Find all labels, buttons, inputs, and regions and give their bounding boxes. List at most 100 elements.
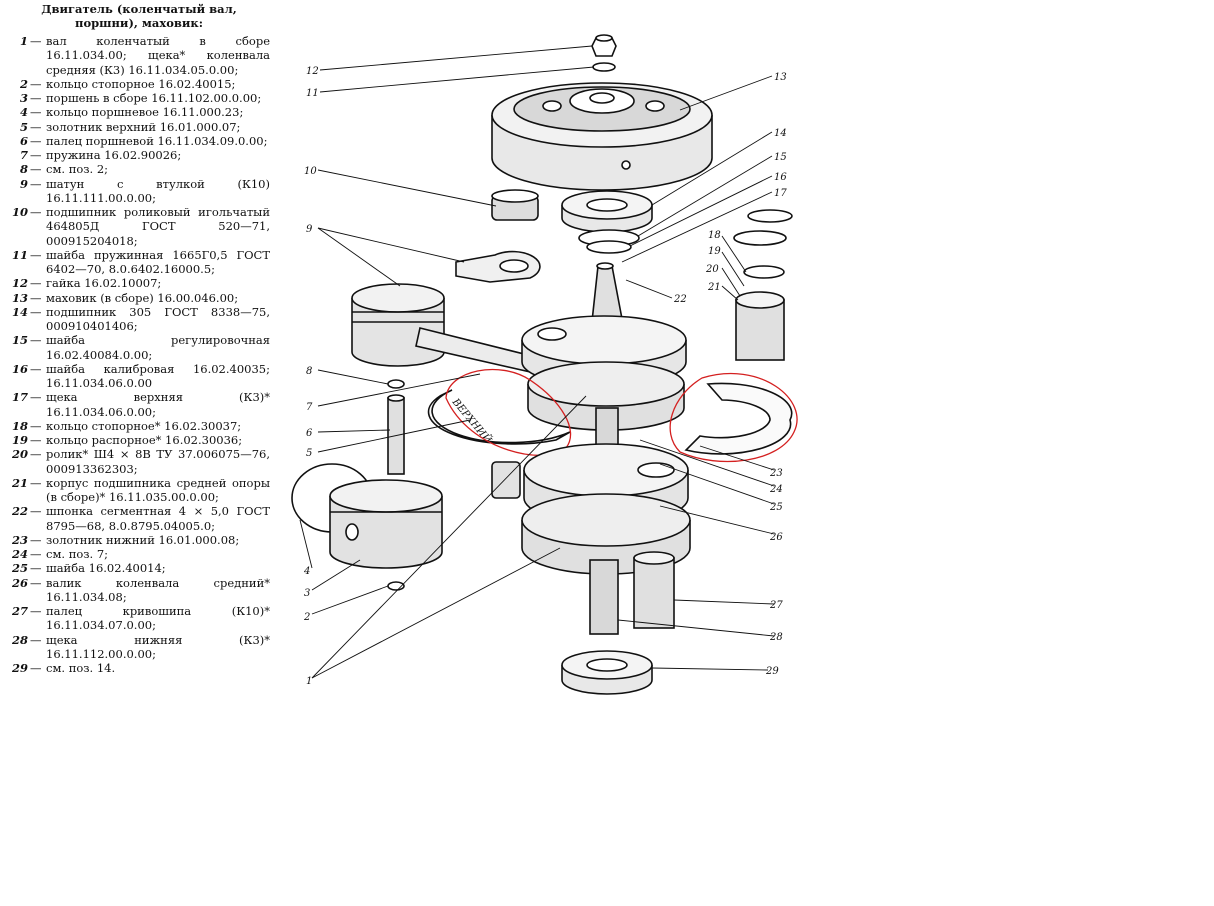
legend-item: 13—маховик (в сборе) 16.00.046.00; bbox=[8, 291, 270, 305]
legend-item-number: 21 bbox=[11, 475, 28, 490]
legend-item-text: шайба регулировочная 16.02.40084.0.00; bbox=[46, 333, 270, 362]
legend-item: 22—шпонка сегментная 4 × 5,0 ГОСТ 8795—6… bbox=[8, 504, 270, 533]
legend-item-number: 27 bbox=[11, 604, 28, 618]
legend-item-text: щека нижняя (К3)* 16.11.112.00.0.00; bbox=[46, 632, 270, 661]
callout-7: 7 bbox=[306, 402, 313, 413]
legend-item-number: 20 bbox=[11, 447, 28, 462]
legend-item-text: поршень в сборе 16.11.102.00.0.00; bbox=[46, 91, 262, 105]
bearing-housing-part bbox=[735, 291, 785, 361]
legend-item: 14—подшипник 305 ГОСТ 8338—75, 000910401… bbox=[8, 305, 270, 334]
legend-item-text: см. поз. 14. bbox=[46, 661, 116, 675]
callout-11: 11 bbox=[306, 88, 319, 99]
legend-item: 17—щека верхняя (К3)* 16.11.034.06.0.00; bbox=[8, 390, 270, 419]
callout-24: 24 bbox=[769, 484, 783, 495]
legend-item-number: 4 bbox=[19, 105, 28, 120]
legend-item: 20— ролик* Ш4 × 8В ТУ 37.006075—76, 00091… bbox=[8, 447, 270, 476]
legend-item-number: 23 bbox=[11, 532, 28, 547]
legend-item-text: палец поршневой 16.11.034.09.0.00; bbox=[46, 133, 268, 148]
legend-item-number: 14 bbox=[11, 304, 28, 319]
legend-item: 7—пружина 16.02.90026; bbox=[8, 148, 270, 162]
callout-9: 9 bbox=[306, 224, 313, 235]
legend-item-text: золотник верхний 16.01.000.07; bbox=[46, 119, 241, 134]
legend-item-text: шатун с втулкой (К10) 16.11.111.00.0.00; bbox=[46, 176, 270, 205]
legend-item-dash: — bbox=[30, 205, 42, 219]
lower-piston-part bbox=[329, 479, 443, 569]
callout-14: 14 bbox=[774, 128, 787, 139]
upper-piston-part bbox=[351, 283, 445, 367]
legend-item-dash: — bbox=[30, 162, 42, 177]
legend-item-text: палец кривошипа (К10)* 16.11.034.07.0.00… bbox=[46, 604, 270, 633]
exploded-engine-diagram: ВЕРХНИЙ bbox=[291, 34, 798, 695]
legend-item: 12—гайка 16.02.10007; bbox=[8, 276, 270, 290]
callout-2: 2 bbox=[303, 612, 310, 623]
legend-item-text: корпус подшипника средней опоры (в сборе… bbox=[46, 475, 270, 504]
legend-item-text: шайба 16.02.40014; bbox=[46, 561, 166, 576]
legend-item-text: кольцо распорное* 16.02.30036; bbox=[46, 433, 243, 447]
legend-item-number: 3 bbox=[19, 91, 28, 105]
legend-item-dash: — bbox=[30, 133, 42, 148]
callout-17: 17 bbox=[774, 188, 787, 199]
bottom-bearing-part bbox=[561, 650, 653, 695]
legend-item-text: подшипник роликовый игольчатый 464805Д Г… bbox=[46, 205, 270, 248]
legend-title: Двигатель (коленчатый вал, поршни), махо… bbox=[41, 2, 237, 30]
legend-item: 21—корпус подшипника средней опоры (в сб… bbox=[8, 476, 270, 505]
legend-item-dash: — bbox=[30, 247, 42, 262]
legend-item-dash: — bbox=[30, 433, 42, 447]
callout-3: 3 bbox=[304, 588, 310, 599]
legend-item: 24—см. поз. 7; bbox=[8, 547, 270, 561]
legend-item: 23— золотник нижний 16.01.000.08; bbox=[8, 533, 270, 547]
callout-18: 18 bbox=[708, 230, 721, 241]
legend-item-dash: — bbox=[30, 532, 42, 547]
calibration-washer-part bbox=[586, 240, 632, 254]
legend-item: 28—щека нижняя (К3)* 16.11.112.00.0.00; bbox=[8, 633, 270, 662]
legend-item-number: 8 bbox=[19, 162, 28, 177]
legend-item-number: 9 bbox=[19, 176, 28, 191]
legend-item-text: см. поз. 7; bbox=[46, 547, 109, 561]
callout-16: 16 bbox=[774, 172, 787, 183]
nut-part bbox=[591, 34, 617, 57]
legend-item: 2—кольцо стопорное 16.02.40015; bbox=[8, 77, 270, 91]
legend-item-text: золотник нижний 16.01.000.08; bbox=[46, 532, 240, 547]
legend-item: 15— шайба регулировочная 16.02.40084.0.00… bbox=[8, 333, 270, 362]
callout-1: 1 bbox=[306, 676, 312, 687]
legend-item: 1—вал коленчатый в сборе 16.11.034.00; щ… bbox=[8, 34, 270, 77]
legend-item-text: ролик* Ш4 × 8В ТУ 37.006075—76, 00091336… bbox=[46, 447, 270, 476]
legend-item-number: 11 bbox=[11, 247, 28, 262]
parts-legend: Двигатель (коленчатый вал, поршни), махо… bbox=[8, 2, 270, 675]
legend-item-number: 15 bbox=[11, 333, 28, 348]
legend-item-dash: — bbox=[30, 361, 42, 376]
legend-item-dash: — bbox=[30, 304, 42, 319]
legend-item-number: 26 bbox=[11, 575, 28, 590]
legend-item-number: 22 bbox=[11, 504, 28, 519]
legend-item-dash: — bbox=[30, 575, 42, 590]
legend-item: 19—кольцо распорное* 16.02.30036; bbox=[8, 433, 270, 447]
legend-item-dash: — bbox=[30, 148, 42, 162]
legend-item-number: 13 bbox=[11, 290, 28, 305]
legend-item-text: маховик (в сборе) 16.00.046.00; bbox=[46, 290, 239, 305]
legend-item-dash: — bbox=[30, 34, 42, 48]
legend-item: 9— шатун с втулкой (К10) 16.11.111.00.0.0… bbox=[8, 177, 270, 206]
callout-25: 25 bbox=[769, 502, 783, 513]
legend-item-dash: — bbox=[30, 604, 42, 618]
legend-item-dash: — bbox=[30, 333, 42, 348]
legend-list: 1—вал коленчатый в сборе 16.11.034.00; щ… bbox=[8, 34, 270, 675]
legend-item-dash: — bbox=[30, 390, 42, 405]
legend-item-dash: — bbox=[30, 661, 42, 675]
legend-item-dash: — bbox=[30, 632, 42, 647]
legend-item-dash: — bbox=[30, 561, 42, 576]
legend-item-number: 6 bbox=[19, 133, 28, 148]
needle-bearing-part bbox=[491, 189, 539, 221]
legend-item-dash: — bbox=[30, 447, 42, 462]
legend-item: 26—валик коленвала средний* 16.11.034.08… bbox=[8, 576, 270, 605]
legend-item: 10—подшипник роликовый игольчатый 464805… bbox=[8, 205, 270, 248]
upper-snap-ring-part bbox=[387, 379, 405, 389]
legend-item: 29— см. поз. 14. bbox=[8, 661, 270, 675]
legend-item-number: 7 bbox=[19, 148, 28, 162]
legend-item-text: щека верхняя (К3)* 16.11.034.06.0.00; bbox=[46, 390, 270, 419]
legend-item-dash: — bbox=[30, 418, 42, 433]
callout-10: 10 bbox=[304, 166, 317, 177]
legend-item-number: 29 bbox=[11, 661, 28, 675]
legend-item-dash: — bbox=[30, 176, 42, 191]
legend-item-text: кольцо поршневое 16.11.000.23; bbox=[46, 105, 244, 120]
legend-item-text: шайба калибровая 16.02.40035; 16.11.034.… bbox=[46, 361, 270, 390]
